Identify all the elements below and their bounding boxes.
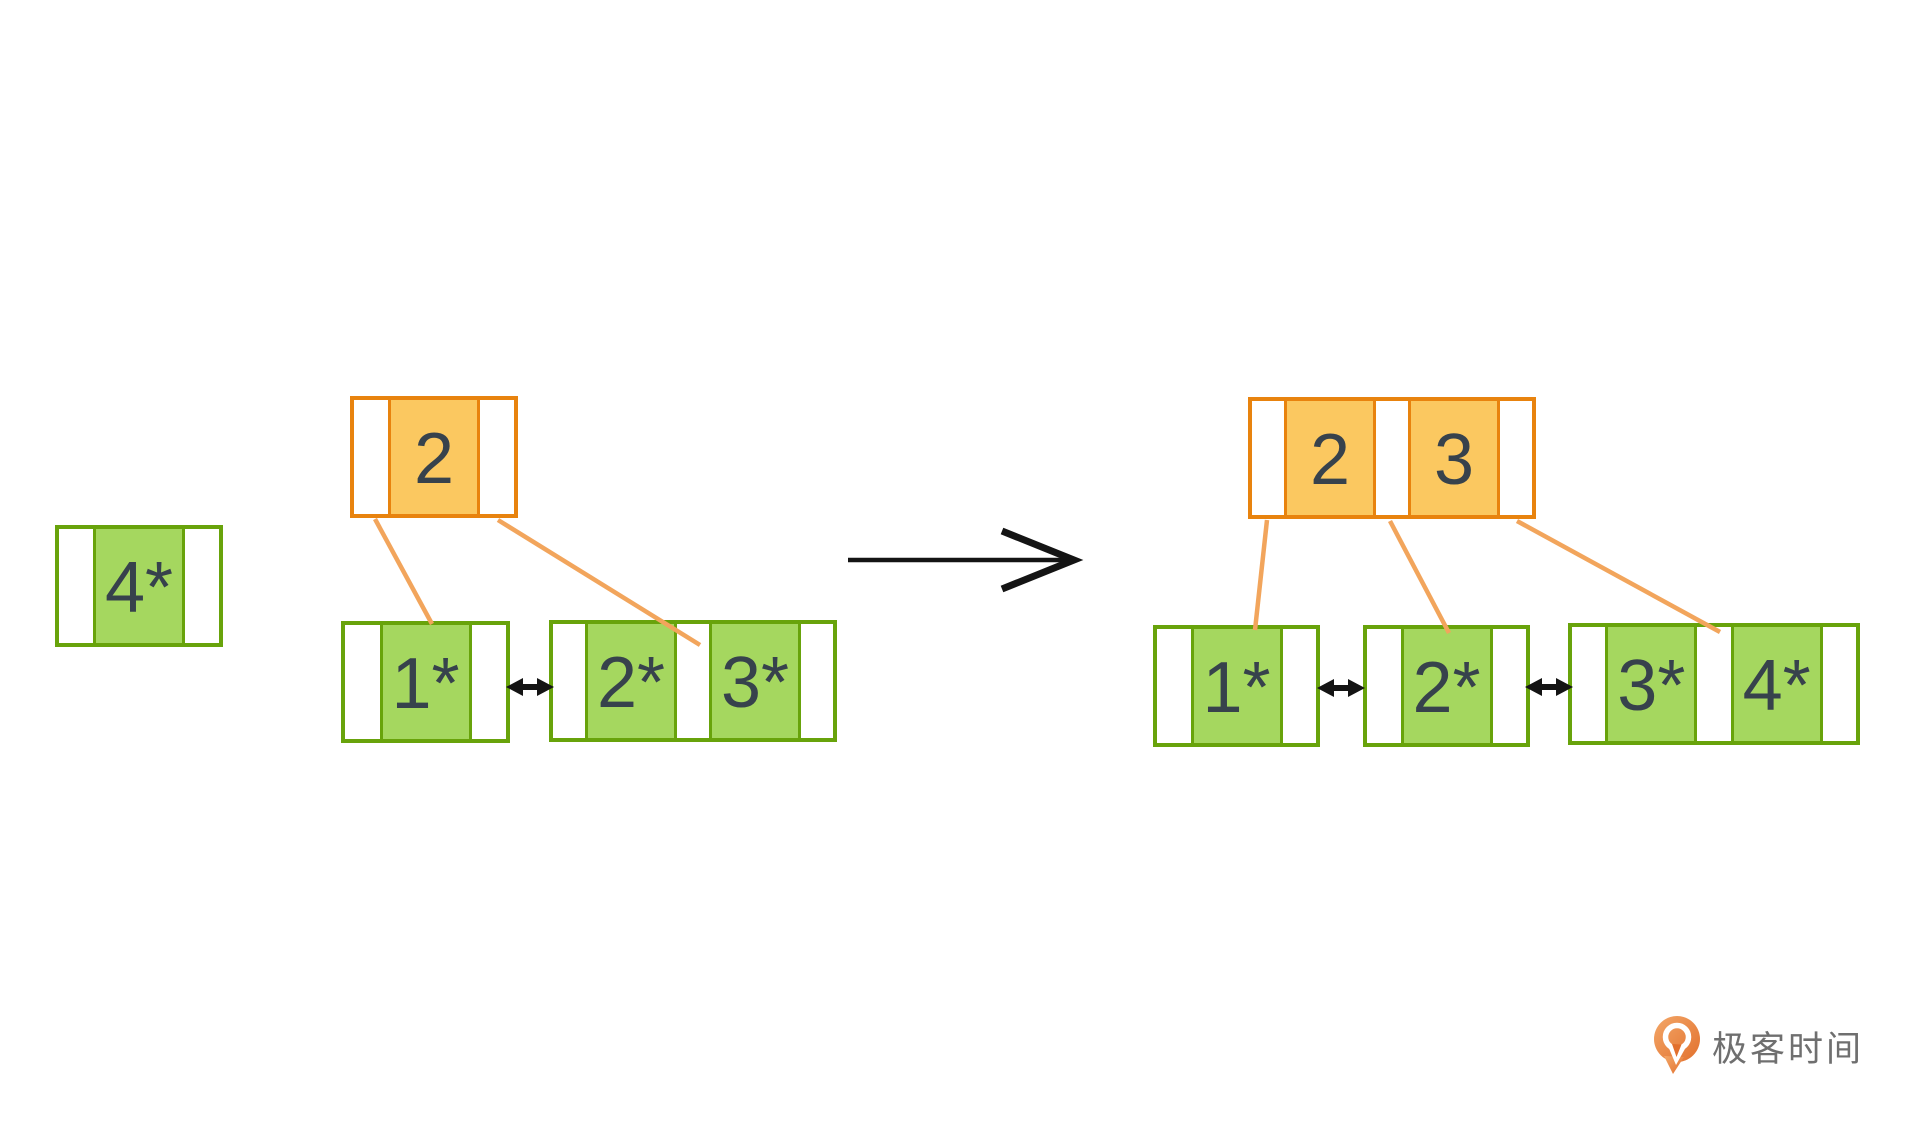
connector-line — [1388, 519, 1451, 635]
key-cell: 2* — [585, 624, 677, 738]
pointer-slot — [677, 624, 709, 738]
key-cell: 2 — [1284, 401, 1376, 515]
pointer-slot — [471, 625, 506, 739]
pointer-slot — [59, 529, 93, 643]
double-arrow-icon — [506, 678, 554, 696]
btree-node-leaf2-after: 2* — [1363, 625, 1530, 747]
btree-node-leaf23-before: 2* 3* — [549, 620, 837, 742]
pointer-slot — [553, 624, 585, 738]
pointer-slot — [185, 529, 219, 643]
btree-node-leaf1-after: 1* — [1153, 625, 1320, 747]
key-cell: 1* — [379, 625, 472, 739]
key-cell: 4* — [1730, 627, 1823, 741]
pointer-slot — [480, 400, 514, 514]
connector-line — [1515, 519, 1722, 634]
connector-line — [1252, 519, 1270, 631]
btree-node-leaf34-after: 3* 4* — [1568, 623, 1860, 745]
btree-node-root-before: 2 — [350, 396, 518, 518]
pointer-slot — [1822, 627, 1856, 741]
key-cell: 3* — [709, 624, 801, 738]
key-cell: 2* — [1400, 629, 1493, 743]
key-cell: 3 — [1408, 401, 1500, 515]
brand-watermark: 极客时间 — [1654, 1016, 1864, 1076]
btree-node-root-after: 2 3 — [1248, 397, 1536, 519]
pointer-slot — [1252, 401, 1284, 515]
geektime-logo-icon — [1654, 1016, 1700, 1074]
key-cell: 3* — [1605, 627, 1698, 741]
pointer-slot — [1367, 629, 1401, 743]
pointer-slot — [1492, 629, 1526, 743]
transform-arrow-icon — [848, 527, 1084, 593]
btree-node-insert-record: 4* — [55, 525, 223, 647]
key-cell: 2 — [388, 400, 480, 514]
pointer-slot — [1157, 629, 1191, 743]
brand-name: 极客时间 — [1712, 1029, 1865, 1069]
pointer-slot — [1282, 629, 1316, 743]
key-cell: 1* — [1190, 629, 1283, 743]
connector-line — [373, 517, 434, 626]
pointer-slot — [354, 400, 388, 514]
pointer-slot — [1376, 401, 1408, 515]
double-arrow-icon — [1525, 678, 1573, 696]
btree-node-leaf1-before: 1* — [341, 621, 510, 743]
pointer-slot — [345, 625, 380, 739]
pointer-slot — [1500, 401, 1532, 515]
double-arrow-icon — [1317, 679, 1365, 697]
pointer-slot — [1572, 627, 1606, 741]
pointer-slot — [1697, 627, 1731, 741]
key-cell: 4* — [93, 529, 185, 643]
pointer-slot — [801, 624, 833, 738]
